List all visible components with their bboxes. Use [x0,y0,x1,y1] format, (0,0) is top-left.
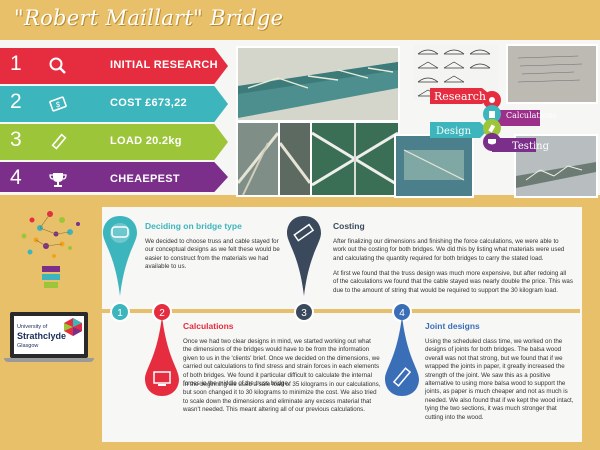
step-label: INITIAL RESEARCH [110,59,218,71]
design-model-photo [394,134,474,198]
node-number: 2 [159,308,165,319]
bridge-top-view-photo [310,121,400,197]
step-cost: 2 $ COST £673,22 [0,86,228,122]
step-cheapest: 4 CHEAEPEST [0,162,228,192]
svg-text:$: $ [55,100,60,109]
step-load: 3 LOAD 20.2kg [0,124,228,160]
university-crest-icon [64,318,82,336]
lightbulb-icon [21,211,80,288]
search-icon [48,56,68,76]
section-text-calculations: Once we had two clear designs in mind, w… [183,338,380,388]
laptop-base [4,358,94,362]
ruler-icon [287,216,321,296]
node-number: 1 [117,308,123,319]
node-number: 4 [399,308,405,319]
step-number: 4 [10,166,22,189]
section-title-costing: Costing [333,221,365,231]
money-icon: $ [48,94,68,114]
timeline-node: 3 [294,302,314,322]
calculation-notes-photo [506,44,598,104]
step-number: 1 [10,52,22,75]
section-title-joint-designs: Joint designs [425,321,480,331]
logo-line3: Glasgow [17,343,39,349]
step-label: COST £673,22 [110,97,187,109]
section-title-bridge-type: Deciding on bridge type [145,221,242,231]
testing-photo [514,134,598,198]
section-title-calculations: Calculations [183,321,234,331]
section-text-bridge-type: We decided to choose truss and cable sta… [145,238,280,271]
logo-line2: Strathclyde [17,331,67,341]
bridge-detail-photo [278,121,312,197]
page-title: "Robert Maillart" Bridge [14,6,284,30]
step-number: 2 [10,90,22,113]
bridge-model-photo [236,46,400,122]
step-initial-research: 1 INITIAL RESEARCH [0,48,228,84]
section-text-calculations-2: In the beginning we used a safe load of … [183,381,381,414]
chat-bubble-icon [103,216,137,296]
timeline-panel [102,207,582,442]
step-label: CHEAEPEST [110,173,180,185]
computer-icon [145,316,179,396]
process-diagram [430,88,540,152]
pencil-icon [48,132,68,152]
section-text-joint-designs: Using the scheduled class time, we worke… [425,338,574,421]
process-research-label: Research [434,90,487,103]
process-calculations-label: Calculations [506,111,557,120]
timeline-node: 1 [110,302,130,322]
bridge-joint-photo [236,121,280,197]
university-logo: University of Strathclyde Glasgow [14,316,84,354]
section-text-costing: After finalizing our dimensions and fini… [333,238,565,262]
timeline-line [94,309,580,313]
laptop-screen: University of Strathclyde Glasgow [10,312,88,358]
pencil-icon [385,316,419,396]
step-label: LOAD 20.2kg [110,135,182,147]
step-number: 3 [10,128,22,151]
process-testing-label: Testing [512,141,550,152]
section-text-costing-2: At first we found that the truss design … [333,270,573,294]
logo-line1: University of [17,324,48,330]
process-design-label: Design [436,126,472,137]
timeline-node: 4 [392,302,412,322]
node-number: 3 [301,308,307,319]
trophy-icon [48,170,68,190]
